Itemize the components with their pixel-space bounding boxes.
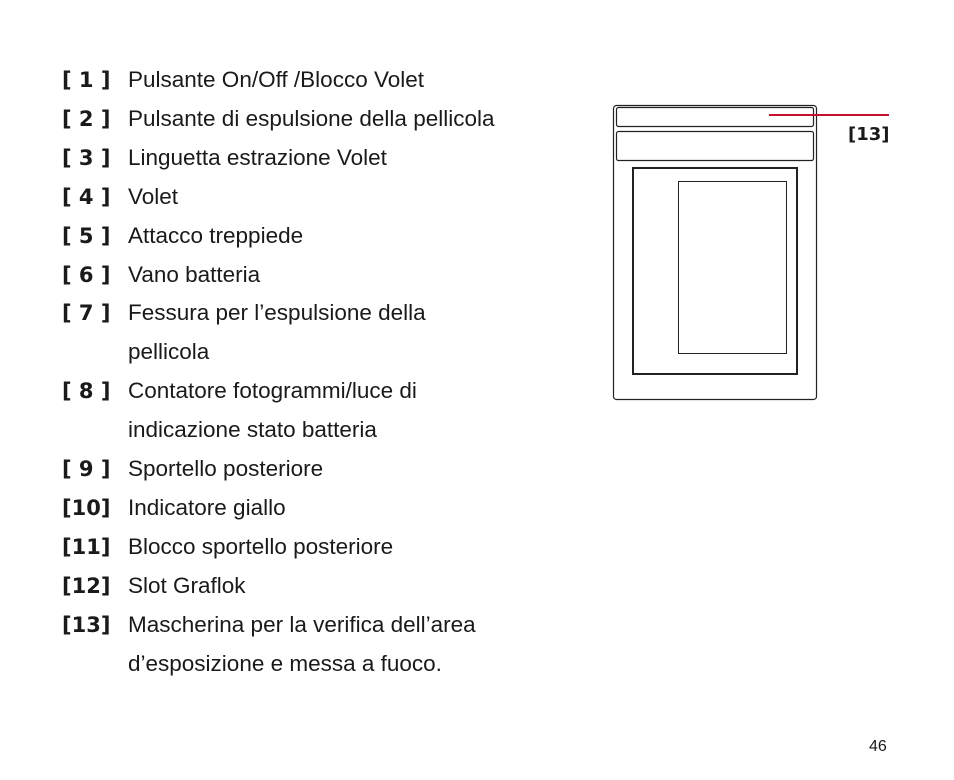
legend-number: [ 5 ] (62, 223, 111, 248)
legend-text: Slot Graflok (128, 572, 246, 598)
page-number: 46 (869, 738, 887, 755)
legend-text: Linguetta estrazione Volet (128, 144, 387, 170)
legend-number: [11] (62, 534, 111, 559)
legend-item: [ 5 ] Attacco treppiede (62, 217, 592, 256)
legend-item: [ 9 ] Sportello posteriore (62, 450, 592, 489)
legend-text: Contatore fotogrammi/luce di indicazione… (128, 378, 417, 443)
legend-text: Indicatore giallo (128, 494, 286, 520)
legend-item: [12] Slot Graflok (62, 567, 592, 606)
legend-item: [10] Indicatore giallo (62, 489, 592, 528)
legend-item: [ 4 ] Volet (62, 178, 592, 217)
legend-text: Vano batteria (128, 261, 261, 287)
camera-back-diagram (612, 104, 889, 401)
legend-number: [ 7 ] (62, 301, 111, 326)
legend-number: [ 9 ] (62, 457, 111, 482)
legend-item: [11] Blocco sportello posteriore (62, 528, 592, 567)
legend-text: Pulsante di espulsione della pellicola (128, 105, 495, 131)
legend-number: [ 2 ] (62, 106, 111, 131)
legend-text: Volet (128, 183, 179, 209)
inner-window (678, 181, 787, 354)
legend-item: [13] Mascherina per la verifica dell’are… (62, 606, 592, 684)
legend-number: [12] (62, 573, 111, 598)
legend-item: [ 3 ] Linguetta estrazione Volet (62, 139, 592, 178)
legend-text: Pulsante On/Off /Blocco Volet (128, 67, 425, 92)
legend-item: [ 6 ] Vano batteria (62, 256, 592, 295)
legend-list: [ 1 ] Pulsante On/Off /Blocco Volet [ 2 … (62, 61, 592, 684)
legend-number: [10] (62, 495, 111, 520)
legend-number: [ 8 ] (62, 379, 111, 404)
legend-number: [ 3 ] (62, 145, 111, 170)
legend-item: [ 7 ] Fessura per l’espulsione della pel… (62, 294, 592, 372)
back-door-frame (632, 167, 798, 375)
callout-label-13: [13] (848, 124, 890, 145)
legend-text: Sportello posteriore (128, 456, 324, 482)
legend-item: [ 2 ] Pulsante di espulsione della pelli… (62, 100, 592, 139)
legend-item: [ 8 ] Contatore fotogrammi/luce di indic… (62, 372, 592, 450)
upper-band (615, 130, 815, 162)
focus-mask-strip (615, 106, 815, 128)
camera-body-outline (612, 104, 818, 401)
legend-text: Blocco sportello posteriore (128, 533, 394, 559)
legend-item: [ 1 ] Pulsante On/Off /Blocco Volet (62, 61, 592, 100)
legend-text: Fessura per l’espulsione della pellicola (128, 300, 426, 365)
legend-number: [ 1 ] (62, 68, 111, 92)
legend-number: [ 6 ] (62, 262, 111, 287)
legend-number: [13] (62, 612, 111, 637)
legend-number: [ 4 ] (62, 184, 111, 209)
legend-text: Attacco treppiede (128, 222, 304, 248)
legend-text: Mascherina per la verifica dell’area d’e… (128, 611, 476, 676)
